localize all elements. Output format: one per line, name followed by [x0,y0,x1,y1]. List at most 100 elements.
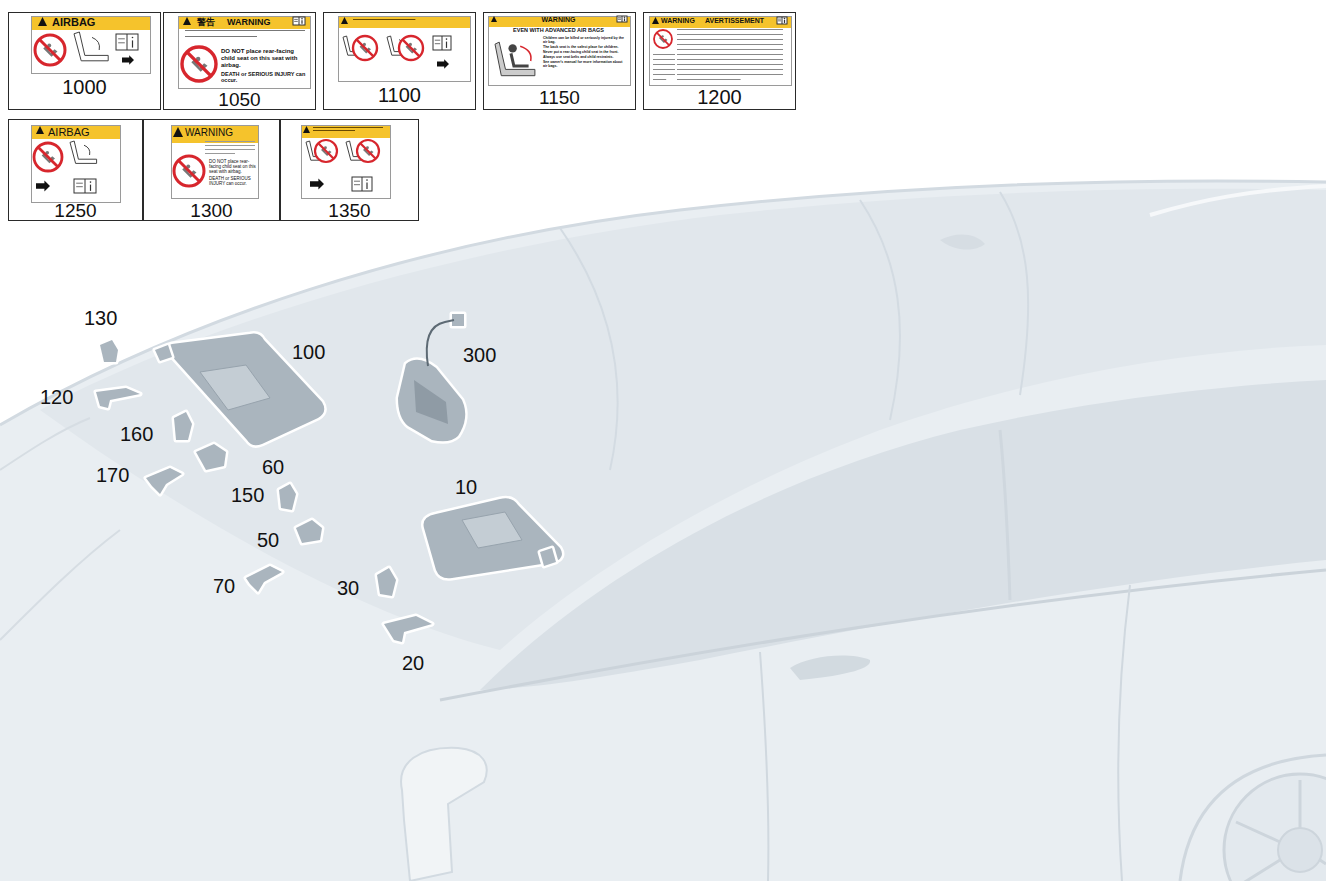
wheel-spokes [1236,780,1326,881]
icon-part [784,18,786,20]
part-number: 1250 [8,201,143,220]
callout-number: 160 [120,424,153,444]
sticker-heading: AIRBAG [48,126,114,139]
icon-part [85,179,86,193]
hood-line [0,418,90,470]
icon-part [446,42,447,48]
warning-triangle [183,17,191,25]
visor-clip [155,345,172,361]
icon-part [624,18,625,21]
icon-part [782,17,783,24]
icon-part [354,181,360,182]
icon-part [132,40,133,47]
icon-part [442,36,443,50]
callout-number: 50 [257,530,279,550]
sticker-heading: WARNING [185,127,255,139]
pointing-hand [122,55,134,65]
icon-part [653,74,675,75]
icon-part [34,143,62,171]
icon-part [301,20,302,24]
label-panel: 1100 [323,12,476,110]
manual-symbol [74,179,96,193]
icon-part [118,38,125,39]
part-number: 1100 [323,85,476,105]
icon-part [778,19,781,20]
wheel [1224,774,1326,881]
icon-part [76,183,83,184]
icon-part [653,54,675,55]
icon-part [353,36,377,60]
cover-cap [146,468,182,494]
roof-detail [940,234,985,249]
prohibition-sign [399,36,423,60]
icon-part [511,53,529,66]
sticker-text: DEATH or SERIOUS INJURY can occur. [221,71,307,84]
retainer [279,484,296,510]
roof-highlight [1150,186,1326,215]
icon-part [778,20,781,21]
icon-part [90,185,91,191]
icon-part [205,145,255,146]
icon-part [677,29,783,30]
icon-part [653,59,675,60]
icon-part [677,54,783,55]
icon-part [366,183,367,189]
icon-part [127,34,128,50]
icon-part [677,44,783,45]
label-panel: WARNINGEVEN WITH ADVANCED AIR BAGSChildr… [483,12,636,110]
icon-part [116,34,138,50]
vanity-mirror [200,365,270,410]
cover-cap [246,566,282,592]
icon-part [617,16,627,22]
vanity-mirror [462,512,522,548]
prohibition-sign [315,140,337,162]
sticker-text: Children can be killed or seriously inju… [543,36,627,44]
label-panel: WARNING DO NOT place rear-facing child se… [143,119,280,221]
sticker-heading: AVERTISSEMENT [705,17,779,25]
icon-part [205,141,255,142]
icon-part [653,69,675,70]
icon-part [38,147,58,167]
icon-part [179,161,200,182]
roof-seam [860,200,900,420]
icon-part [357,40,374,57]
warning-triangle [491,16,497,22]
icon-part [313,127,383,128]
icon-part [360,143,375,158]
callout-number: 20 [402,653,424,673]
callout-number: 100 [292,342,325,362]
warning-triangle [341,17,348,24]
mirror-glass [414,380,448,424]
icon-part [653,64,675,65]
callout-number: 10 [455,477,477,497]
sticker-heading: WARNING [227,17,287,27]
mount [296,520,322,543]
prohibition-sign [182,47,216,81]
icon-part [403,40,420,57]
icon-part [35,35,65,65]
icon-part [182,47,216,81]
manual-symbol [433,36,451,50]
prohibition-sign [35,35,65,65]
icon-part [205,149,255,150]
pointing-hand [310,178,324,189]
icon-part [74,179,96,193]
icon-part [366,179,368,181]
icon-part [654,30,672,48]
icon-part [777,17,787,24]
icon-part [624,17,626,19]
icon-part [118,42,125,43]
prohibition-sign [357,140,379,162]
a-pillar-line [0,530,120,640]
callout-number: 70 [213,576,235,596]
part-number: 1350 [280,201,419,220]
icon-part [205,153,235,154]
sticker-text: DO NOT place rear-facing child seat on t… [209,159,256,175]
warning-triangle [38,17,47,26]
bearing-bracket [377,568,396,596]
manual-symbol [617,16,627,22]
icon-part [520,46,531,61]
door-seam [1118,585,1130,881]
icon-part [677,79,741,80]
sticker-heading: WARNING [487,16,630,24]
